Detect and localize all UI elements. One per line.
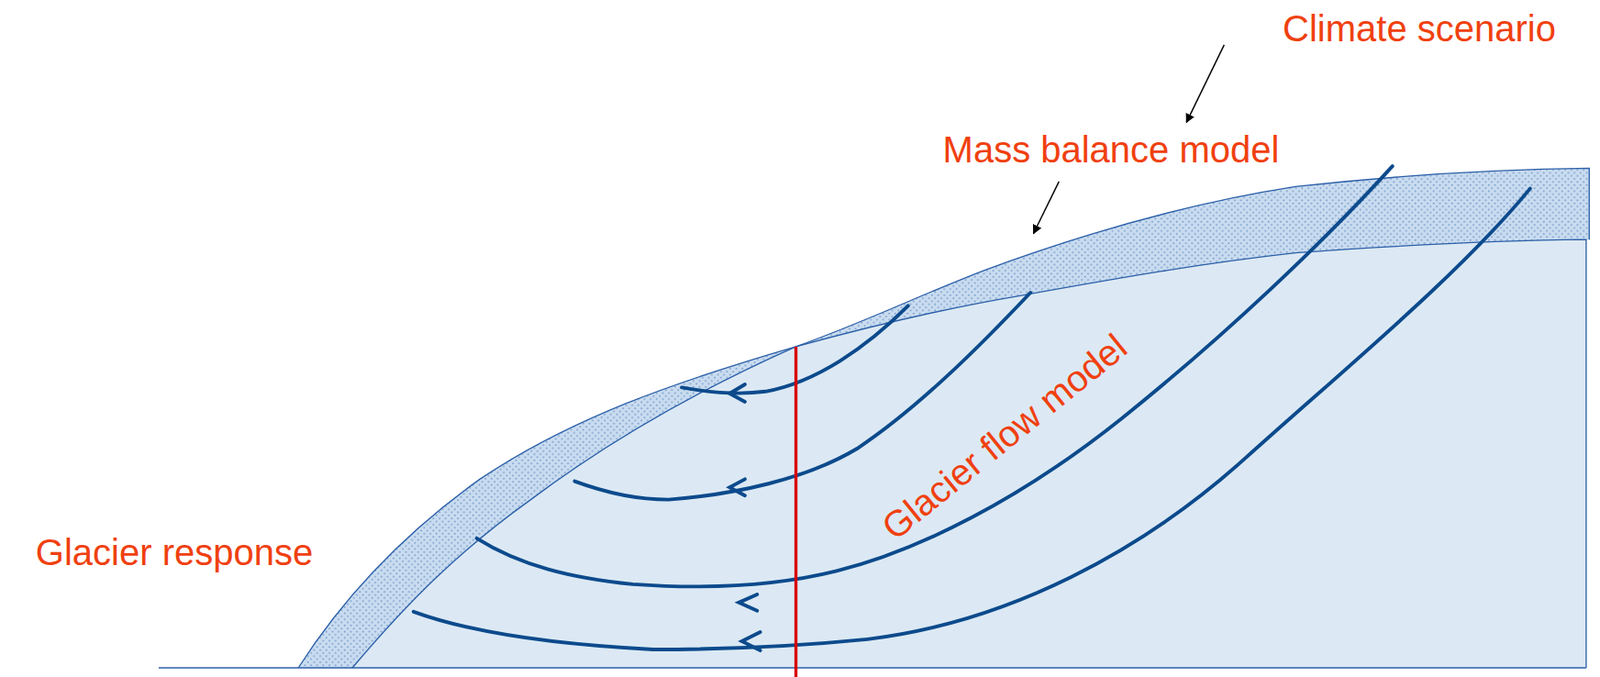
flow-arrowhead bbox=[738, 594, 757, 612]
rotated-label: Glacier flow model bbox=[874, 325, 1136, 549]
flow-line bbox=[477, 166, 1393, 587]
profile-line bbox=[794, 346, 798, 677]
leader-arrow bbox=[1186, 44, 1224, 123]
dotted-layer bbox=[796, 167, 1590, 347]
dotted-layer bbox=[298, 346, 796, 668]
label: Climate scenario bbox=[1282, 7, 1556, 50]
label: Glacier response bbox=[35, 531, 313, 574]
flow-arrowhead bbox=[729, 384, 745, 402]
ground-line bbox=[158, 666, 1587, 669]
flow-arrowhead bbox=[729, 478, 745, 496]
label: Mass balance model bbox=[943, 128, 1280, 171]
flow-line bbox=[413, 188, 1531, 650]
leader-arrow bbox=[1033, 181, 1060, 234]
old-surface bbox=[352, 239, 1587, 668]
flow-arrowhead bbox=[742, 632, 761, 651]
glacier-surface bbox=[298, 167, 1589, 668]
